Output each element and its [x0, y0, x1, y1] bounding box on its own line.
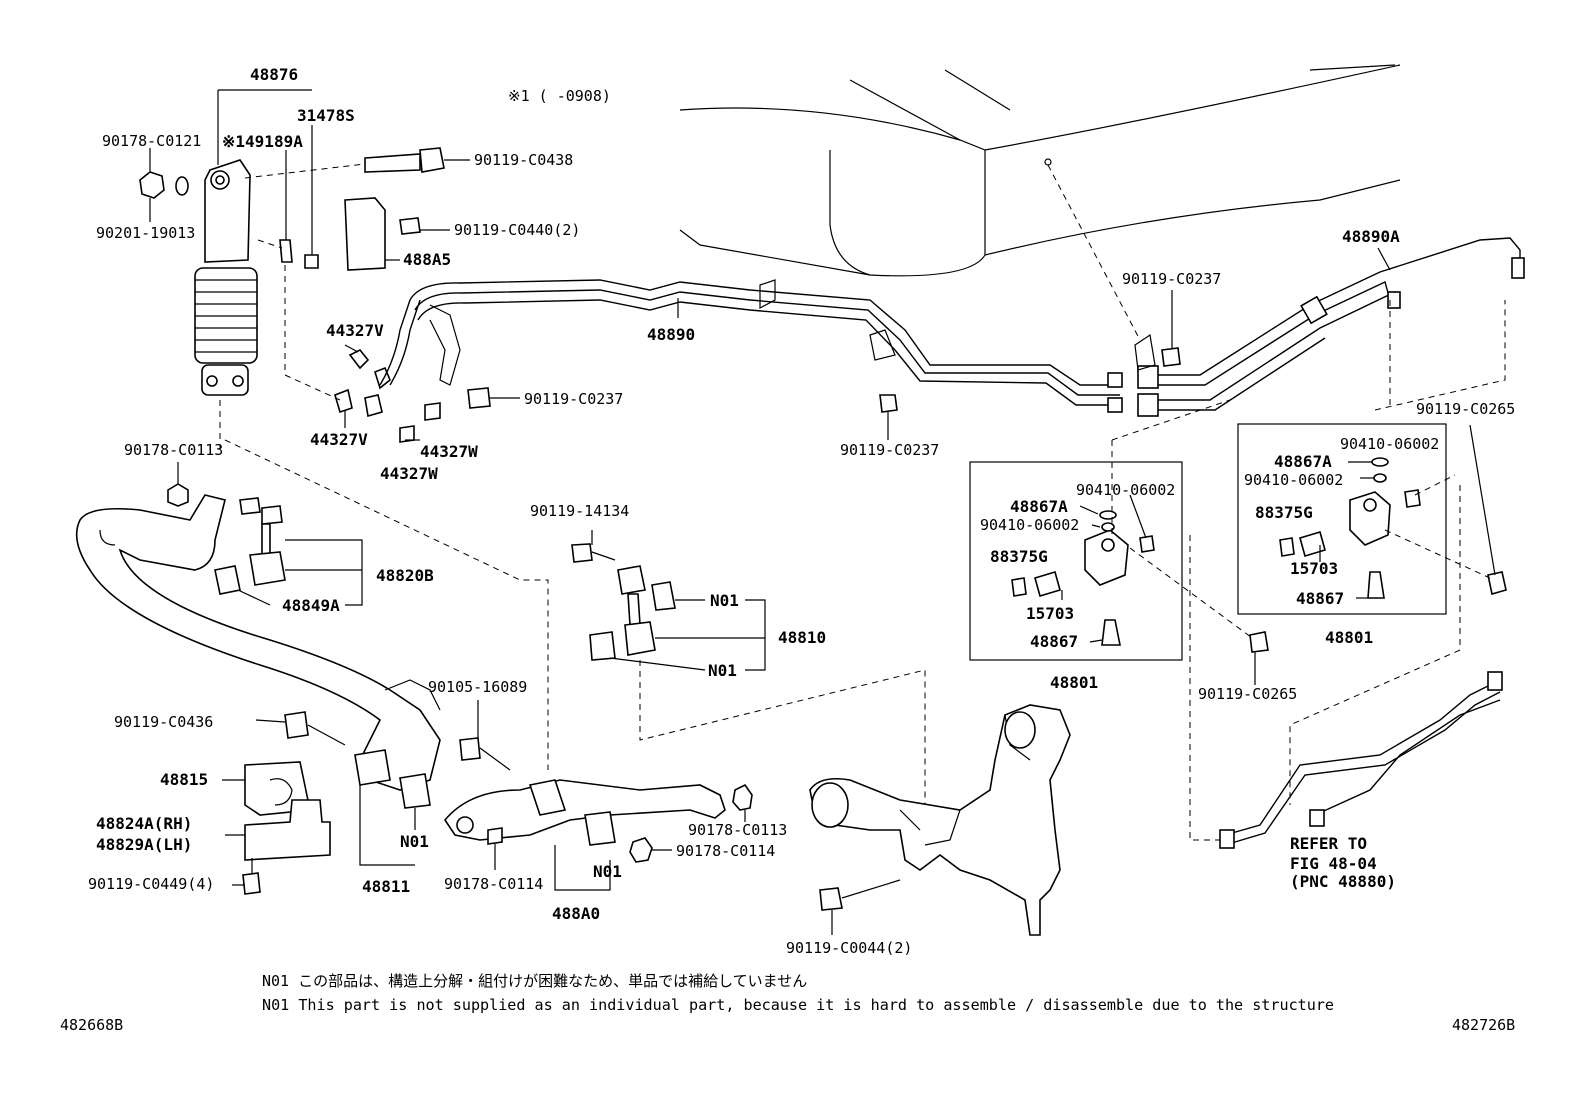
bolt-90119-C0265-left [1249, 631, 1269, 685]
bolt-90119-C0237-right [1161, 290, 1181, 367]
nut-90178-C0114-right [629, 837, 672, 863]
footnote-jp: N01 この部品は、構造上分解・組付けが困難なため、単品では補給していません [262, 972, 807, 990]
bolt-90119-C0044 [819, 879, 901, 935]
bolt-90119-C0449 [232, 858, 261, 895]
label-90178-C0114-b: 90178-C0114 [676, 842, 775, 860]
label-N01-a: N01 [710, 591, 739, 610]
label-90105-16089: 90105-16089 [428, 678, 527, 696]
link-48810 [571, 530, 926, 840]
label-48867-b: 48867 [1296, 589, 1344, 608]
pipe-refer-48880 [1189, 485, 1503, 849]
bracket-488A5 [344, 197, 400, 271]
label-48849A: 48849A [282, 596, 340, 615]
nut-90178-C0113-left [167, 462, 189, 507]
bolt-90119-C0265-right [1384, 424, 1507, 596]
label-90119-C0265-b: 90119-C0265 [1198, 685, 1297, 703]
pipe-48890A [1134, 237, 1525, 417]
bolt-90119-C0237-left [467, 387, 520, 409]
bushing-48811 [354, 749, 431, 866]
label-48820B: 48820B [376, 566, 434, 585]
label-48867-a: 48867 [1030, 632, 1078, 651]
steering-knuckle [809, 704, 1071, 936]
vehicle-body-outline [679, 64, 1401, 341]
fitting-box-48801-right [1237, 300, 1506, 615]
bolt-90119-C0436 [255, 711, 346, 746]
label-refer-pnc: (PNC 48880) [1290, 872, 1396, 891]
label-N01-c: N01 [400, 832, 429, 851]
label-N01-d: N01 [593, 862, 622, 881]
bolt-90119-C0438 [244, 147, 470, 179]
label-90178-C0113-a: 90178-C0113 [124, 441, 223, 459]
label-48801-b: 48801 [1325, 628, 1373, 647]
label-44327V-b: 44327V [310, 430, 368, 449]
label-48815: 48815 [160, 770, 208, 789]
link-48820B [214, 439, 549, 770]
label-90201-19013: 90201-19013 [96, 224, 195, 242]
label-90119-C0237-a: 90119-C0237 [524, 390, 623, 408]
label-48890A: 48890A [1342, 227, 1400, 246]
pipe-48890 [409, 279, 1123, 413]
label-90178-C0121: 90178-C0121 [102, 132, 201, 150]
label-48867A-a: 48867A [1010, 497, 1068, 516]
label-44327V-a: 44327V [326, 321, 384, 340]
label-90119-C0237-c: 90119-C0237 [1122, 270, 1221, 288]
leader-lines [149, 89, 1391, 441]
label-90119-C0436: 90119-C0436 [114, 713, 213, 731]
fitting-box-48801-left [969, 399, 1256, 661]
bolt-90119-C0440 [399, 217, 450, 235]
label-90178-C0113-b: 90178-C0113 [688, 821, 787, 839]
part-labels: 48876 31478S 90178-C0121 ※149189A 90201-… [88, 65, 1515, 957]
shock-absorber-48876 [194, 159, 258, 450]
label-refer-fig: FIG 48-04 [1290, 854, 1377, 873]
label-N01-b: N01 [708, 661, 737, 680]
bolt-90105-16089 [459, 700, 511, 771]
diagram-code-right: 482726B [1452, 1016, 1515, 1034]
label-44327W-a: 44327W [420, 442, 478, 461]
nut-90178-C0113-right [732, 783, 753, 822]
label-48810: 48810 [778, 628, 826, 647]
nut-washer-90178-C0121 [139, 171, 189, 199]
label-15703-a: 15703 [1026, 604, 1074, 623]
bolt-49189A-31478S [257, 125, 319, 269]
label-88375G-a: 88375G [990, 547, 1048, 566]
label-90119-C0237-b: 90119-C0237 [840, 441, 939, 459]
label-48829A: 48829A(LH) [96, 835, 192, 854]
label-49189A: ※149189A [222, 132, 303, 151]
arm-488A0 [444, 779, 726, 891]
label-90178-C0114-a: 90178-C0114 [444, 875, 543, 893]
label-48890: 48890 [647, 325, 695, 344]
label-90119-C0438: 90119-C0438 [474, 151, 573, 169]
label-15703-b: 15703 [1290, 559, 1338, 578]
label-88375G-b: 88375G [1255, 503, 1313, 522]
label-note-1: ※1 ( -0908) [508, 87, 611, 105]
bracket-48824A [225, 799, 331, 861]
stabilizer-bar [75, 494, 441, 791]
footnotes: N01 この部品は、構造上分解・組付けが困難なため、単品では補給していません N… [60, 972, 1515, 1034]
label-90410-06002-d: 90410-06002 [1244, 471, 1343, 489]
label-90119-C0449: 90119-C0449(4) [88, 875, 214, 893]
label-48811: 48811 [362, 877, 410, 896]
label-48801-a: 48801 [1050, 673, 1098, 692]
bolt-90119-C0237-mid [879, 394, 898, 440]
label-90410-06002-a: 90410-06002 [1076, 481, 1175, 499]
label-31478S: 31478S [297, 106, 355, 125]
label-90119-C0440: 90119-C0440(2) [454, 221, 580, 239]
label-48867A-b: 48867A [1274, 452, 1332, 471]
label-90119-C0265-a: 90119-C0265 [1416, 400, 1515, 418]
label-488A5: 488A5 [403, 250, 451, 269]
label-90410-06002-b: 90410-06002 [980, 516, 1079, 534]
label-90410-06002-c: 90410-06002 [1340, 435, 1439, 453]
footnote-en: N01 This part is not supplied as an indi… [262, 996, 1334, 1014]
label-90119-C0044: 90119-C0044(2) [786, 939, 912, 957]
label-48824A: 48824A(RH) [96, 814, 192, 833]
clips-44327 [284, 265, 461, 443]
diagram-code-left: 482668B [60, 1016, 123, 1034]
label-488A0: 488A0 [552, 904, 600, 923]
label-44327W-b: 44327W [380, 464, 438, 483]
label-48876: 48876 [250, 65, 298, 84]
label-refer-to: REFER TO [1290, 834, 1367, 853]
label-90119-14134: 90119-14134 [530, 502, 629, 520]
